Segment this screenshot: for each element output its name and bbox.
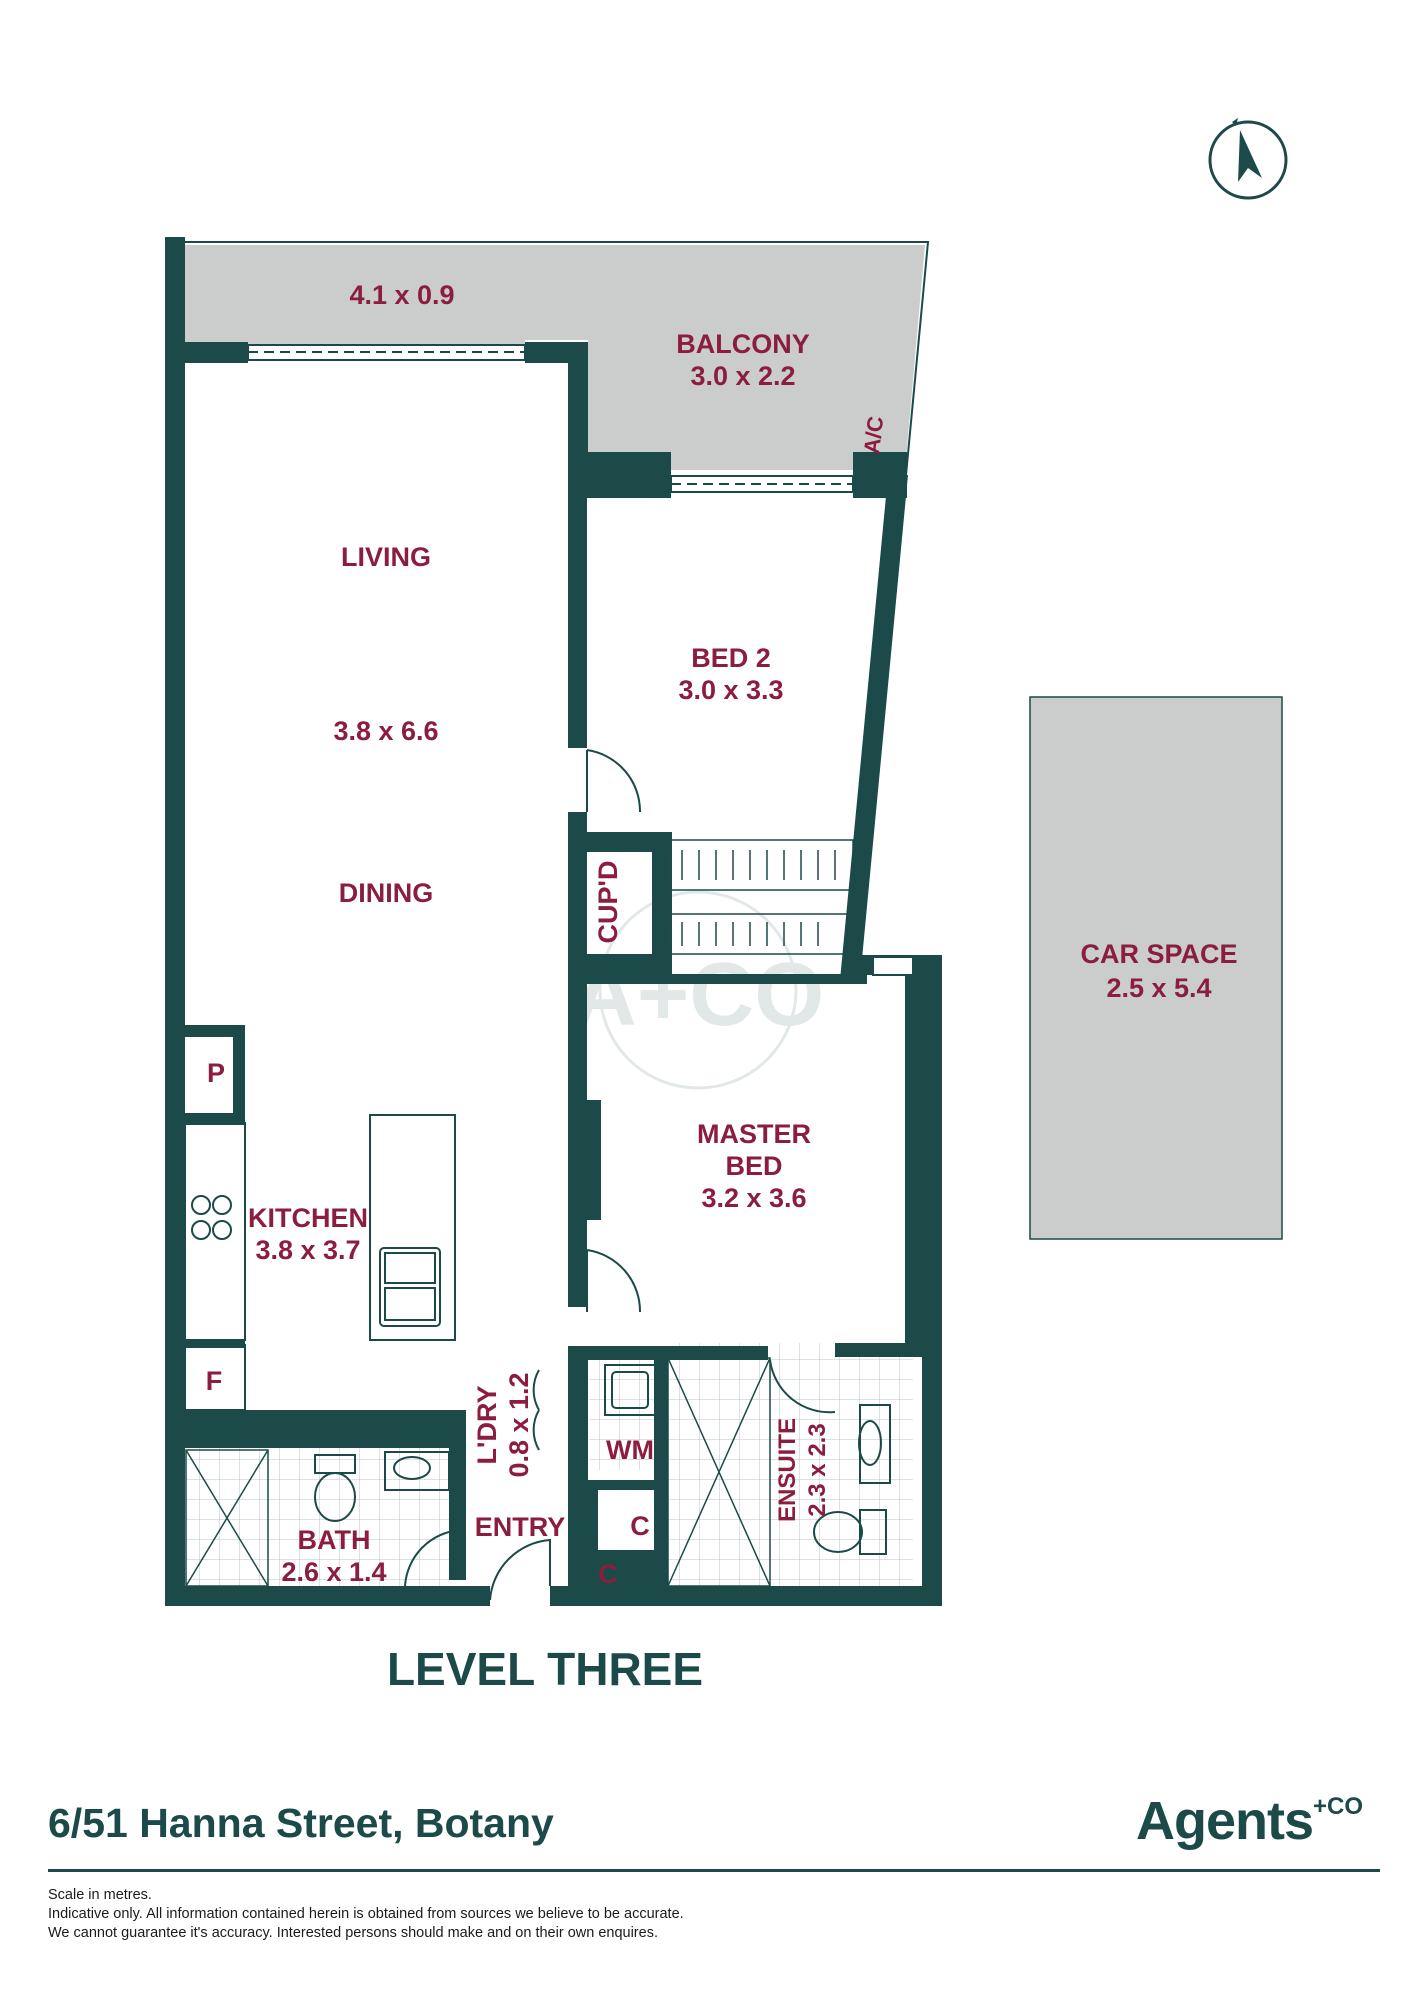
dining-label: DINING: [339, 878, 434, 908]
car-space-label: CAR SPACE: [1080, 939, 1237, 969]
living-dim: 3.8 x 6.6: [333, 716, 438, 746]
laundry-label: L'DRY: [472, 1386, 502, 1465]
footer-divider: [48, 1869, 1380, 1872]
disclaimer-line: Indicative only. All information contain…: [48, 1906, 684, 1922]
living-label: LIVING: [341, 542, 431, 572]
wardrobe: [652, 839, 854, 955]
kitchen-dim: 3.8 x 3.7: [255, 1235, 360, 1265]
north-arrow-icon: [1208, 118, 1288, 200]
entry-label: ENTRY: [475, 1512, 566, 1542]
laundry-dim: 0.8 x 1.2: [504, 1372, 534, 1477]
balcony-area: [185, 245, 925, 470]
master-bed-label-2: BED: [725, 1151, 782, 1181]
master-bed-label-1: MASTER: [697, 1119, 811, 1149]
bed2-dim: 3.0 x 3.3: [678, 675, 783, 705]
disclaimer: Scale in metres. Indicative only. All in…: [48, 1886, 684, 1943]
door-swing-icon: [404, 749, 836, 1601]
fridge-label: F: [206, 1366, 223, 1396]
pantry-label: P: [207, 1058, 225, 1088]
ac-label: A/C: [859, 415, 888, 456]
svg-text:A+CO: A+CO: [572, 945, 825, 1045]
car-space: [1029, 696, 1283, 1240]
basin-icon: [384, 1364, 891, 1491]
bath-label: BATH: [298, 1525, 371, 1555]
property-address: 6/51 Hanna Street, Botany: [48, 1800, 554, 1846]
balcony-outline: [180, 241, 930, 476]
balcony-dim: 3.0 x 2.2: [690, 361, 795, 391]
toilet-icon: [314, 1454, 887, 1555]
balcony-label: BALCONY: [676, 329, 810, 359]
disclaimer-line: Scale in metres.: [48, 1887, 152, 1903]
ensuite-dim: 2.3 x 2.3: [804, 1423, 831, 1516]
bath-tiles: [186, 1448, 449, 1586]
shower-icon: [185, 1357, 771, 1587]
kitchen-bench: [184, 1114, 456, 1411]
kitchen-label: KITCHEN: [248, 1203, 368, 1233]
level-title: LEVEL THREE: [387, 1643, 703, 1695]
windows: [247, 344, 914, 976]
cupd-label: CUP'D: [593, 861, 623, 944]
bed2-label: BED 2: [691, 643, 771, 673]
logo-superscript: +CO: [1312, 1793, 1363, 1820]
cupboard-label: C: [598, 1559, 618, 1589]
cooktop-icon: [191, 1195, 232, 1240]
sink-icon: [379, 1247, 441, 1327]
watermark-logo: A+CO: [572, 890, 825, 1090]
cupboard-label: C: [630, 1511, 650, 1541]
logo-text: Agents: [1135, 1791, 1314, 1851]
walls: [165, 237, 942, 1606]
ensuite-label: ENSUITE: [774, 1418, 801, 1522]
disclaimer-line: We cannot guarantee it's accuracy. Inter…: [48, 1925, 658, 1941]
balcony-small-dim: 4.1 x 0.9: [349, 280, 454, 310]
washing-machine-label: WM: [606, 1435, 654, 1465]
bath-dim: 2.6 x 1.4: [281, 1557, 386, 1587]
master-bed-dim: 3.2 x 3.6: [701, 1183, 806, 1213]
agency-logo: Agents+CO: [1136, 1790, 1363, 1852]
car-space-dim: 2.5 x 5.4: [1106, 973, 1211, 1003]
